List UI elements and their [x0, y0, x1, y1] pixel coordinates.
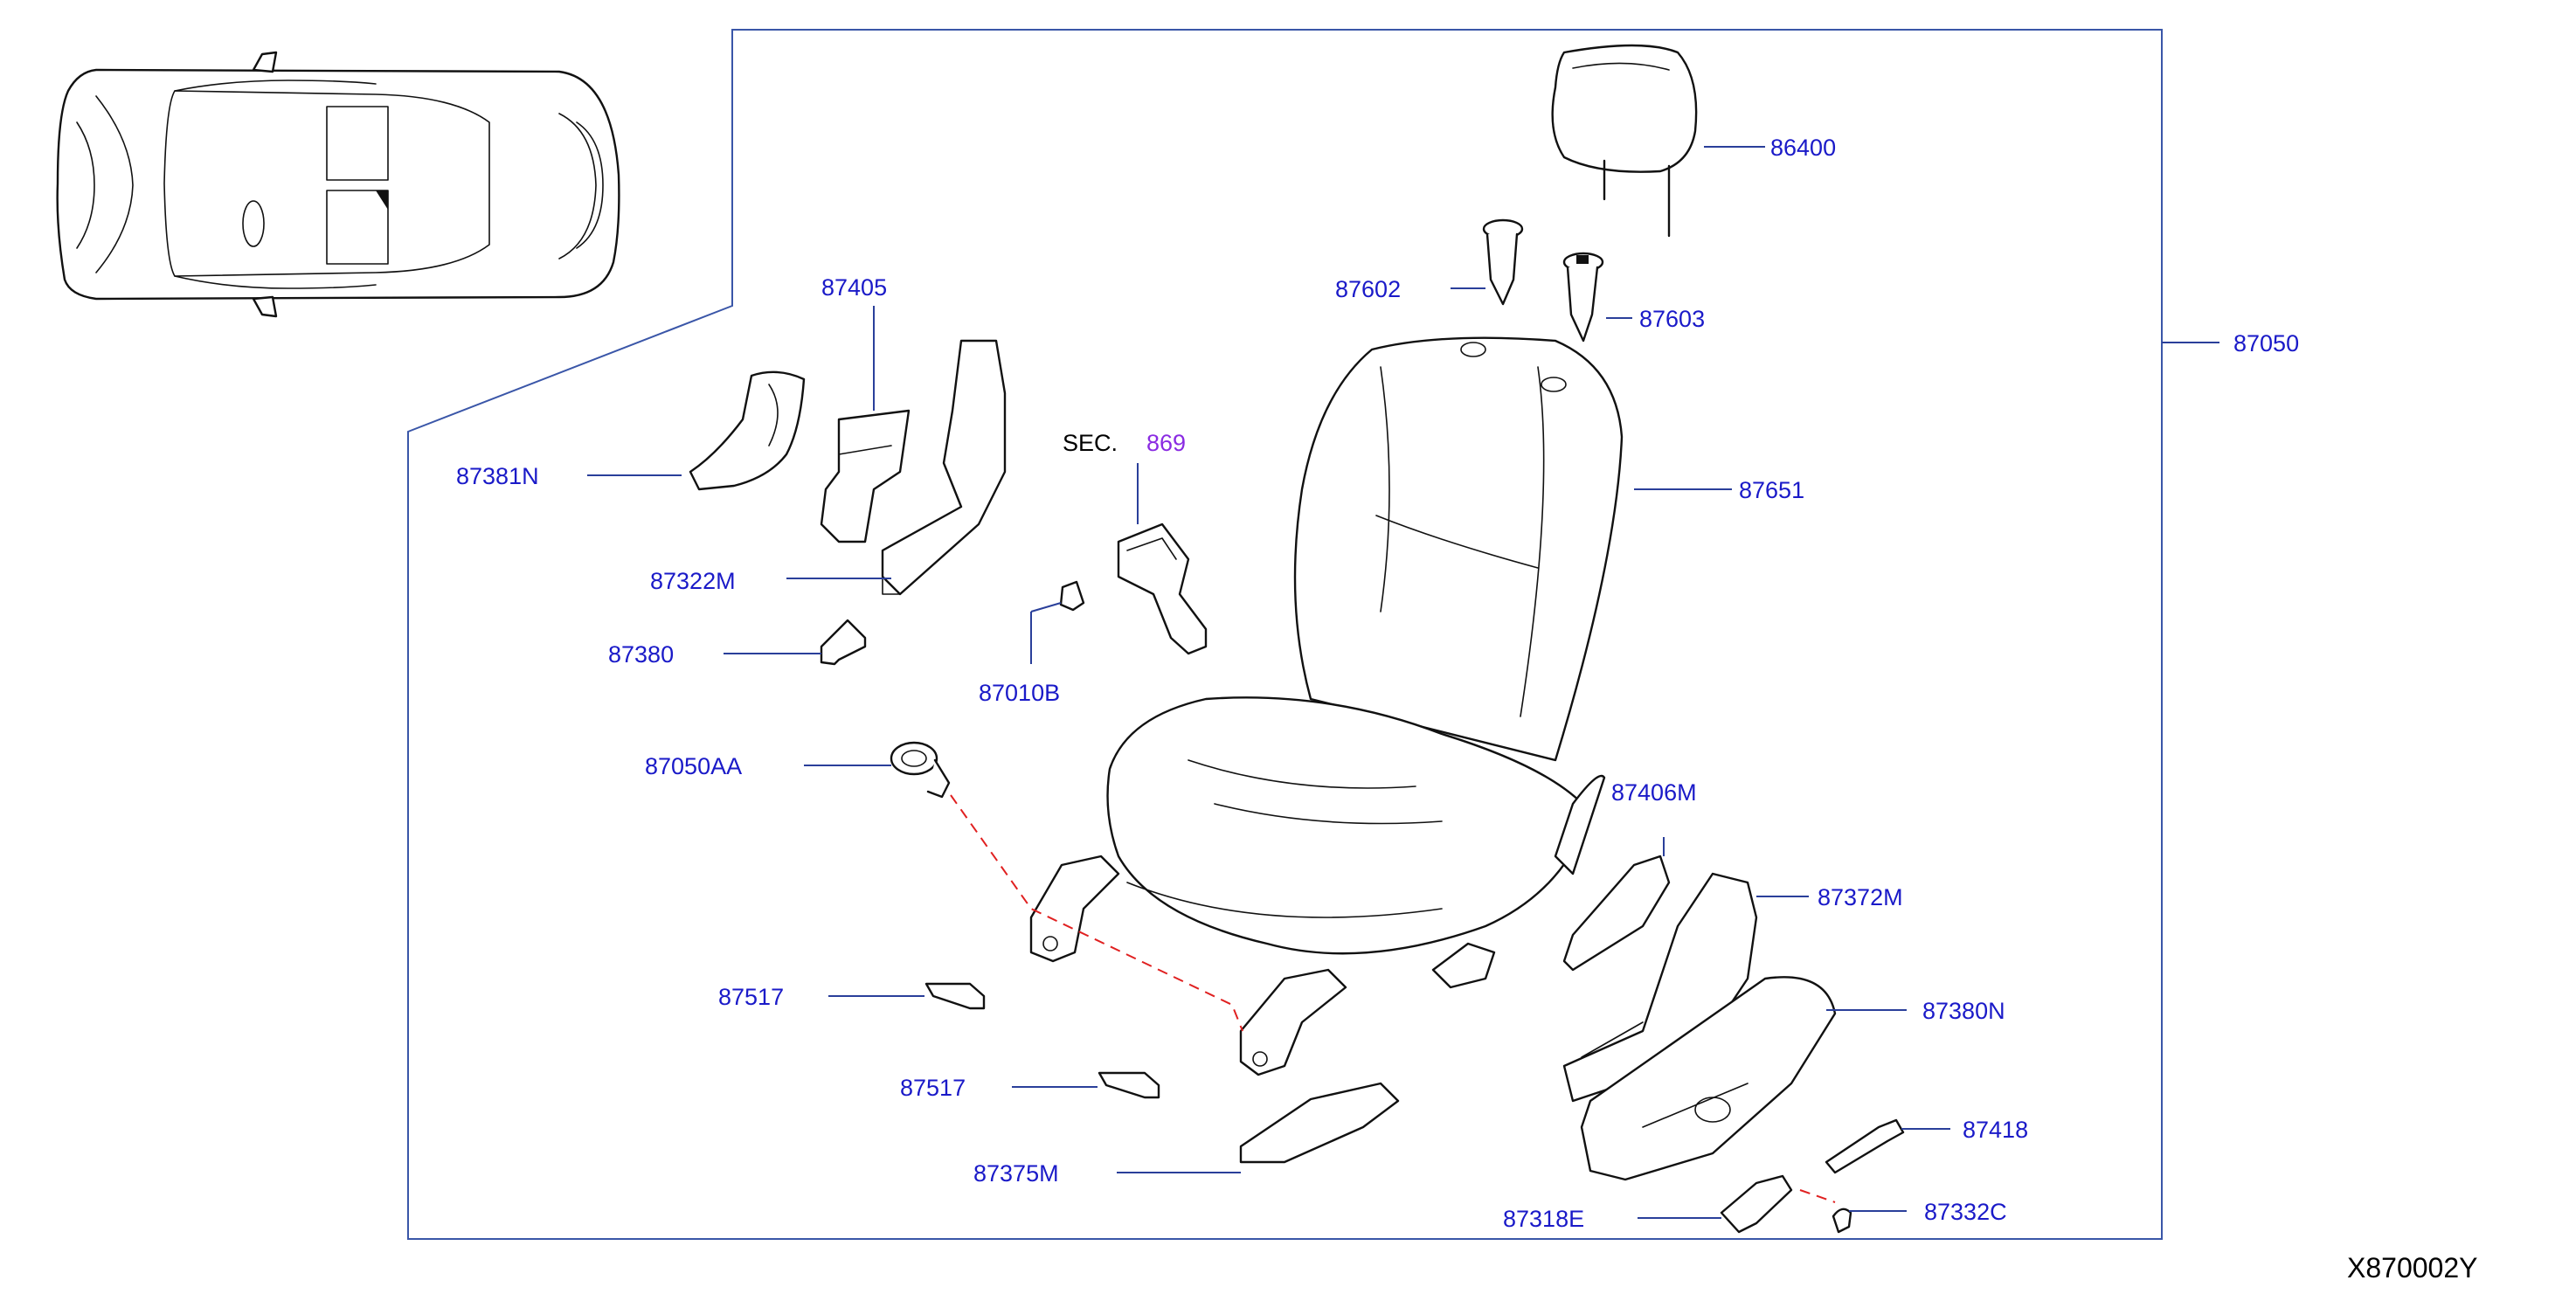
vehicle-top-view-icon — [56, 51, 620, 318]
label-section-prefix: SEC. — [1063, 430, 1118, 456]
dashed-guide-knob — [950, 794, 1243, 1032]
label-87050[interactable]: 87050 — [2233, 330, 2299, 356]
dashed-guide-lever — [1799, 1189, 1836, 1203]
bracket-87381N — [689, 370, 806, 491]
label-87380[interactable]: 87380 — [608, 641, 674, 668]
assembly-frame — [407, 29, 2163, 1240]
trim-87372M — [1562, 872, 1758, 1103]
label-section-869[interactable]: 869 — [1146, 430, 1186, 456]
label-87381N[interactable]: 87381N — [456, 463, 539, 489]
label-87322M[interactable]: 87322M — [650, 568, 736, 594]
knob-87050AA — [890, 741, 951, 799]
headrest-guide-87602 — [1482, 218, 1524, 306]
label-87010B[interactable]: 87010B — [979, 680, 1060, 706]
label-87372M[interactable]: 87372M — [1818, 884, 1903, 910]
seat-assembly — [1029, 336, 1624, 1076]
label-87318E[interactable]: 87318E — [1503, 1206, 1584, 1232]
diagram-code: X870002Y — [2347, 1252, 2477, 1284]
label-87406M[interactable]: 87406M — [1611, 779, 1697, 806]
clip-87380 — [820, 619, 867, 666]
label-87380N[interactable]: 87380N — [1922, 998, 2005, 1024]
cap-87332C — [1832, 1208, 1852, 1234]
side-finisher-87380N — [1580, 976, 1837, 1181]
label-87603[interactable]: 87603 — [1639, 306, 1705, 332]
label-87651[interactable]: 87651 — [1739, 477, 1804, 503]
label-87517-b[interactable]: 87517 — [900, 1075, 966, 1101]
label-87602[interactable]: 87602 — [1335, 276, 1401, 302]
cover-panel-87322M — [881, 339, 1007, 596]
bracket-87318E — [1720, 1174, 1793, 1234]
label-87517-a[interactable]: 87517 — [718, 984, 784, 1010]
label-87405[interactable]: 87405 — [821, 274, 887, 301]
side-cover-87405 — [820, 409, 911, 543]
headrest-guide-87603 — [1562, 252, 1604, 343]
headrest-86400 — [1551, 44, 1698, 238]
seatbelt-buckle-869 — [1117, 522, 1208, 655]
label-87050AA[interactable]: 87050AA — [645, 753, 742, 779]
label-87418[interactable]: 87418 — [1963, 1117, 2028, 1143]
cover-87406M — [1562, 855, 1671, 972]
trim-87375M — [1239, 1082, 1400, 1164]
label-87375M[interactable]: 87375M — [973, 1160, 1059, 1187]
leader-lines — [587, 146, 2219, 1219]
nut-87010B — [1059, 580, 1085, 612]
label-87332C[interactable]: 87332C — [1924, 1199, 2007, 1225]
clip-87517-b — [1098, 1071, 1160, 1099]
label-86400[interactable]: 86400 — [1770, 135, 1836, 161]
lever-87418 — [1825, 1118, 1905, 1174]
clip-87517-a — [924, 982, 986, 1010]
